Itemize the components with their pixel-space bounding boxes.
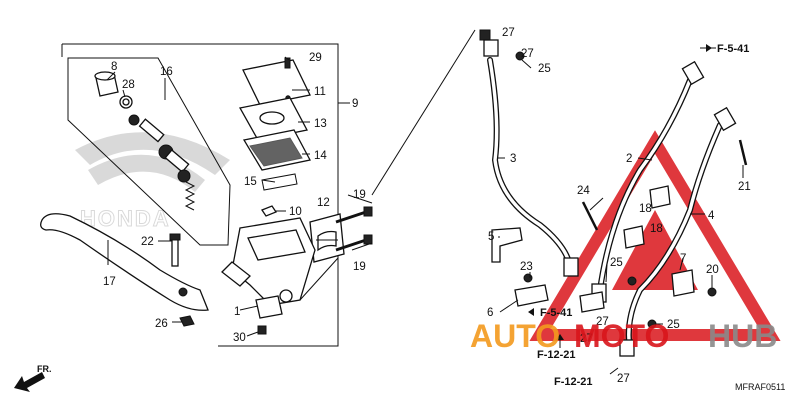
callout-19-upper: 19 xyxy=(353,189,366,201)
callout-7: 7 xyxy=(680,253,686,265)
callout-27-c: 27 xyxy=(596,316,609,328)
diaphragm-part xyxy=(242,129,311,171)
watermark-part-auto: AUTO xyxy=(470,318,560,354)
piston-assembly-part xyxy=(128,114,196,211)
screw-30-part xyxy=(257,325,267,335)
hose-3 xyxy=(487,57,573,268)
callout-17: 17 xyxy=(103,276,116,288)
master-cylinder-frame xyxy=(61,43,350,347)
diagram-code: MFRAF0511 xyxy=(735,382,785,392)
banjo-fittings xyxy=(479,29,737,357)
callout-24: 24 xyxy=(577,185,590,197)
holder-part xyxy=(309,213,345,263)
callout-26: 26 xyxy=(155,318,168,330)
callout-8: 8 xyxy=(111,61,117,73)
holder-bolt-upper xyxy=(335,206,373,224)
callout-9: 9 xyxy=(352,98,358,110)
ref-f-5-41-top: F-5-41 xyxy=(717,43,749,55)
callout-12: 12 xyxy=(317,197,330,209)
front-label: FR. xyxy=(37,364,52,374)
callout-6: 6 xyxy=(487,307,493,319)
honda-wordmark: HONDA xyxy=(80,206,171,231)
callout-27-b: 27 xyxy=(521,48,534,60)
hose-bolts xyxy=(515,51,748,329)
honda-logo-watermark: HONDA xyxy=(75,132,230,232)
brake-lever-part xyxy=(40,213,209,311)
callout-23: 23 xyxy=(520,261,533,273)
callout-27-a: 27 xyxy=(502,27,515,39)
hose-2 xyxy=(597,77,693,293)
callout-20: 20 xyxy=(706,264,719,276)
callout-3: 3 xyxy=(510,153,516,165)
callout-28: 28 xyxy=(122,79,135,91)
callout-15: 15 xyxy=(244,176,257,188)
master-cylinder-body xyxy=(221,217,316,306)
site-watermark: AUTO MOTO HUB xyxy=(470,318,777,354)
hose-clamps xyxy=(491,185,695,313)
callout-10: 10 xyxy=(289,206,302,218)
callout-5: 5 xyxy=(488,231,494,243)
callout-27-e: 27 xyxy=(617,373,630,385)
callout-29: 29 xyxy=(309,52,322,64)
callout-27-d: 27 xyxy=(580,333,593,345)
circlip-part xyxy=(119,95,133,109)
callout-21: 21 xyxy=(738,181,751,193)
callout-25-a: 25 xyxy=(538,63,551,75)
callout-14: 14 xyxy=(314,150,327,162)
callout-19-lower: 19 xyxy=(353,261,366,273)
watermark-part-hub: HUB xyxy=(708,318,777,354)
callout-25-b: 25 xyxy=(610,257,623,269)
warning-triangle-watermark xyxy=(529,130,781,341)
plate-part xyxy=(238,97,308,141)
callout-4: 4 xyxy=(708,210,715,222)
piston-kit-frame xyxy=(67,57,231,246)
watermark-part-moto: MOTO xyxy=(574,318,669,354)
leader-lines xyxy=(106,29,744,337)
ref-f-12-21-lower: F-12-21 xyxy=(554,376,593,388)
boot-part xyxy=(94,71,119,97)
callout-11: 11 xyxy=(314,86,326,98)
callout-2: 2 xyxy=(626,153,632,165)
callout-labels: 8 16 28 29 11 9 13 14 15 10 12 19 19 22 … xyxy=(103,27,751,385)
hose-4 xyxy=(625,122,723,353)
reservoir-cap-part xyxy=(242,59,311,106)
float-part xyxy=(261,173,298,191)
callout-22: 22 xyxy=(141,236,154,248)
callout-16: 16 xyxy=(160,66,173,78)
ref-f-5-41-mid: F-5-41 xyxy=(540,307,572,319)
front-direction-arrow: FR. xyxy=(14,364,52,392)
callout-1: 1 xyxy=(234,306,240,318)
reference-labels: F-5-41 F-5-41 F-12-21 F-12-21 xyxy=(528,43,749,388)
callout-18-a: 18 xyxy=(639,203,652,215)
callout-30: 30 xyxy=(233,332,246,344)
nut-part xyxy=(179,315,195,327)
switch-part xyxy=(255,295,283,319)
pivot-bolt-part xyxy=(169,233,181,267)
callout-25-c: 25 xyxy=(667,319,680,331)
callout-13: 13 xyxy=(314,118,327,130)
screw-29-part xyxy=(284,57,291,69)
clip-part xyxy=(261,205,277,217)
callout-18-b: 18 xyxy=(650,223,663,235)
ref-f-12-21-upper: F-12-21 xyxy=(537,349,576,361)
